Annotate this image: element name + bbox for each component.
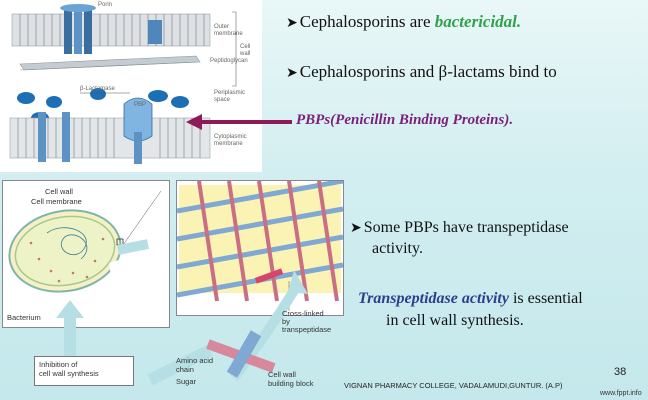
statement-line2: in cell wall synthesis. xyxy=(386,312,524,329)
periplasmic-space-label: Periplasmic space xyxy=(214,90,246,103)
bullet-text: Cephalosporins and β-lactams bind to xyxy=(299,62,557,81)
building-block-figure xyxy=(206,330,276,378)
crosslinked-line2: by xyxy=(282,317,290,326)
bullet-transpeptidase: ➤Some PBPs have transpeptidase activity. xyxy=(350,218,569,259)
amino-acid-label: Amino acid chain xyxy=(176,356,213,374)
building-line2: building block xyxy=(268,379,314,388)
bullet-text: Cephalosporins are xyxy=(299,12,435,31)
bullet-text-line2: activity. xyxy=(372,240,423,257)
amino-acid-line1: Amino acid xyxy=(176,356,214,365)
bacterium-caption: Bacterium xyxy=(7,313,41,322)
cell-wall-caption: Cell wall xyxy=(45,187,73,196)
building-block-label: Cell wall building block xyxy=(268,370,313,388)
b-lactamase-label: β-Lactamase xyxy=(80,86,115,92)
crosslinked-line1: Cross-linked xyxy=(282,309,324,318)
transpeptidase-statement: Transpeptidase activity is essential in … xyxy=(358,288,583,332)
cell-wall-label: Cell wall xyxy=(240,44,251,57)
arrow-bullet-icon: ➤ xyxy=(286,66,298,81)
cell-membrane-caption: Cell membrane xyxy=(31,197,82,206)
bullet-bind: ➤Cephalosporins and β-lactams bind to xyxy=(286,62,557,84)
inhibition-box: Inhibition of cell wall synthesis xyxy=(34,356,134,386)
bactericidal-emphasis: bactericidal. xyxy=(434,12,522,31)
bullet-bactericidal: ➤Cephalosporins are bactericidal. xyxy=(286,12,521,34)
pbp-heading: PBPs(Penicillin Binding Proteins). xyxy=(296,112,514,128)
bacterium-figure: Cell wall Cell membrane Bacterium xyxy=(2,180,170,328)
inhibition-line2: cell wall synthesis xyxy=(39,369,99,378)
page-number: 38 xyxy=(614,366,627,378)
website-footer: www.fppt.info xyxy=(600,390,642,397)
statement-text: is essential xyxy=(508,290,583,307)
crosslinked-line3: transpeptidase xyxy=(282,325,332,334)
amino-acid-line2: chain xyxy=(176,365,194,374)
sugar-label: Sugar xyxy=(176,377,197,386)
inhibition-line1: Inhibition of xyxy=(39,360,78,369)
transpeptidase-emphasis: Transpeptidase activity xyxy=(358,290,509,307)
peptidoglycan-label: Peptidoglycan xyxy=(210,58,248,64)
cytoplasmic-membrane-label: Cytoplasmic membrane xyxy=(214,134,247,147)
bullet-text: Some PBPs have transpeptidase xyxy=(363,219,569,236)
outer-membrane-label: Outer membrane xyxy=(214,24,243,37)
peptidoglycan-mesh xyxy=(176,178,344,316)
arrow-bullet-icon: ➤ xyxy=(286,16,298,31)
pointer-arrow xyxy=(186,114,292,130)
pbp-figure-label: PBP xyxy=(134,102,147,108)
crosslinked-label: Cross-linked by transpeptidase xyxy=(282,310,331,334)
membrane-figure: Porin Outer membrane Cell wall Peptidogl… xyxy=(0,0,262,172)
porin-label: Porin xyxy=(98,2,113,8)
college-footer: VIGNAN PHARMACY COLLEGE, VADALAMUDI,GUNT… xyxy=(344,381,563,390)
arrow-bullet-icon: ➤ xyxy=(350,221,362,236)
building-line1: Cell wall xyxy=(268,370,296,379)
